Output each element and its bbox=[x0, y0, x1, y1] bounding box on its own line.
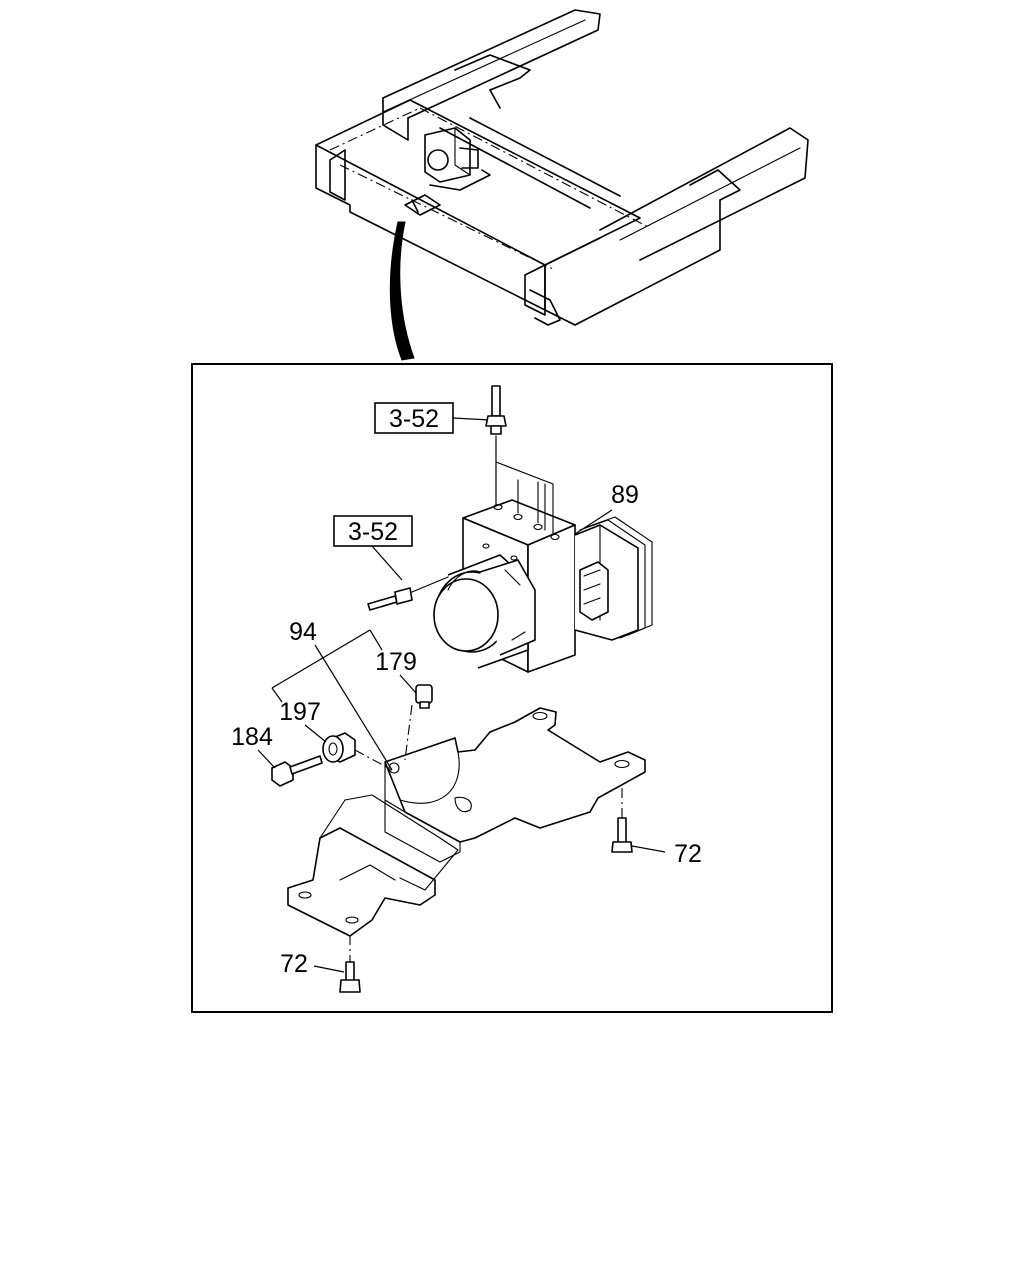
bolt-184: 184 bbox=[231, 723, 323, 787]
zoom-pointer-arrow bbox=[389, 221, 415, 361]
callout-hydraulic-unit: 89 bbox=[611, 481, 639, 509]
overview-abs-unit bbox=[404, 127, 491, 216]
bushing-197: 197 bbox=[279, 698, 393, 771]
callout-screw-72-bottom: 72 bbox=[280, 950, 308, 978]
screw-72-right: 72 bbox=[611, 788, 702, 868]
reference-box-lower: 3-52 bbox=[333, 515, 413, 581]
reference-box-upper: 3-52 bbox=[374, 402, 491, 434]
callout-bolt-179: 179 bbox=[375, 648, 417, 676]
frame-overview bbox=[315, 9, 809, 326]
screw-72-bottom: 72 bbox=[280, 935, 361, 993]
callout-bolt-184: 184 bbox=[231, 723, 273, 751]
callout-bracket: 94 bbox=[289, 618, 317, 646]
callout-ref-upper: 3-52 bbox=[389, 405, 439, 433]
abs-bracket: 94 bbox=[271, 618, 646, 937]
callout-ref-lower: 3-52 bbox=[348, 518, 398, 546]
abs-hydraulic-unit: 89 bbox=[433, 435, 653, 673]
detail-frame bbox=[191, 363, 833, 1013]
callout-screw-72-right: 72 bbox=[674, 840, 702, 868]
callout-bushing-197: 197 bbox=[279, 698, 321, 726]
bolt-179: 179 bbox=[375, 648, 433, 761]
